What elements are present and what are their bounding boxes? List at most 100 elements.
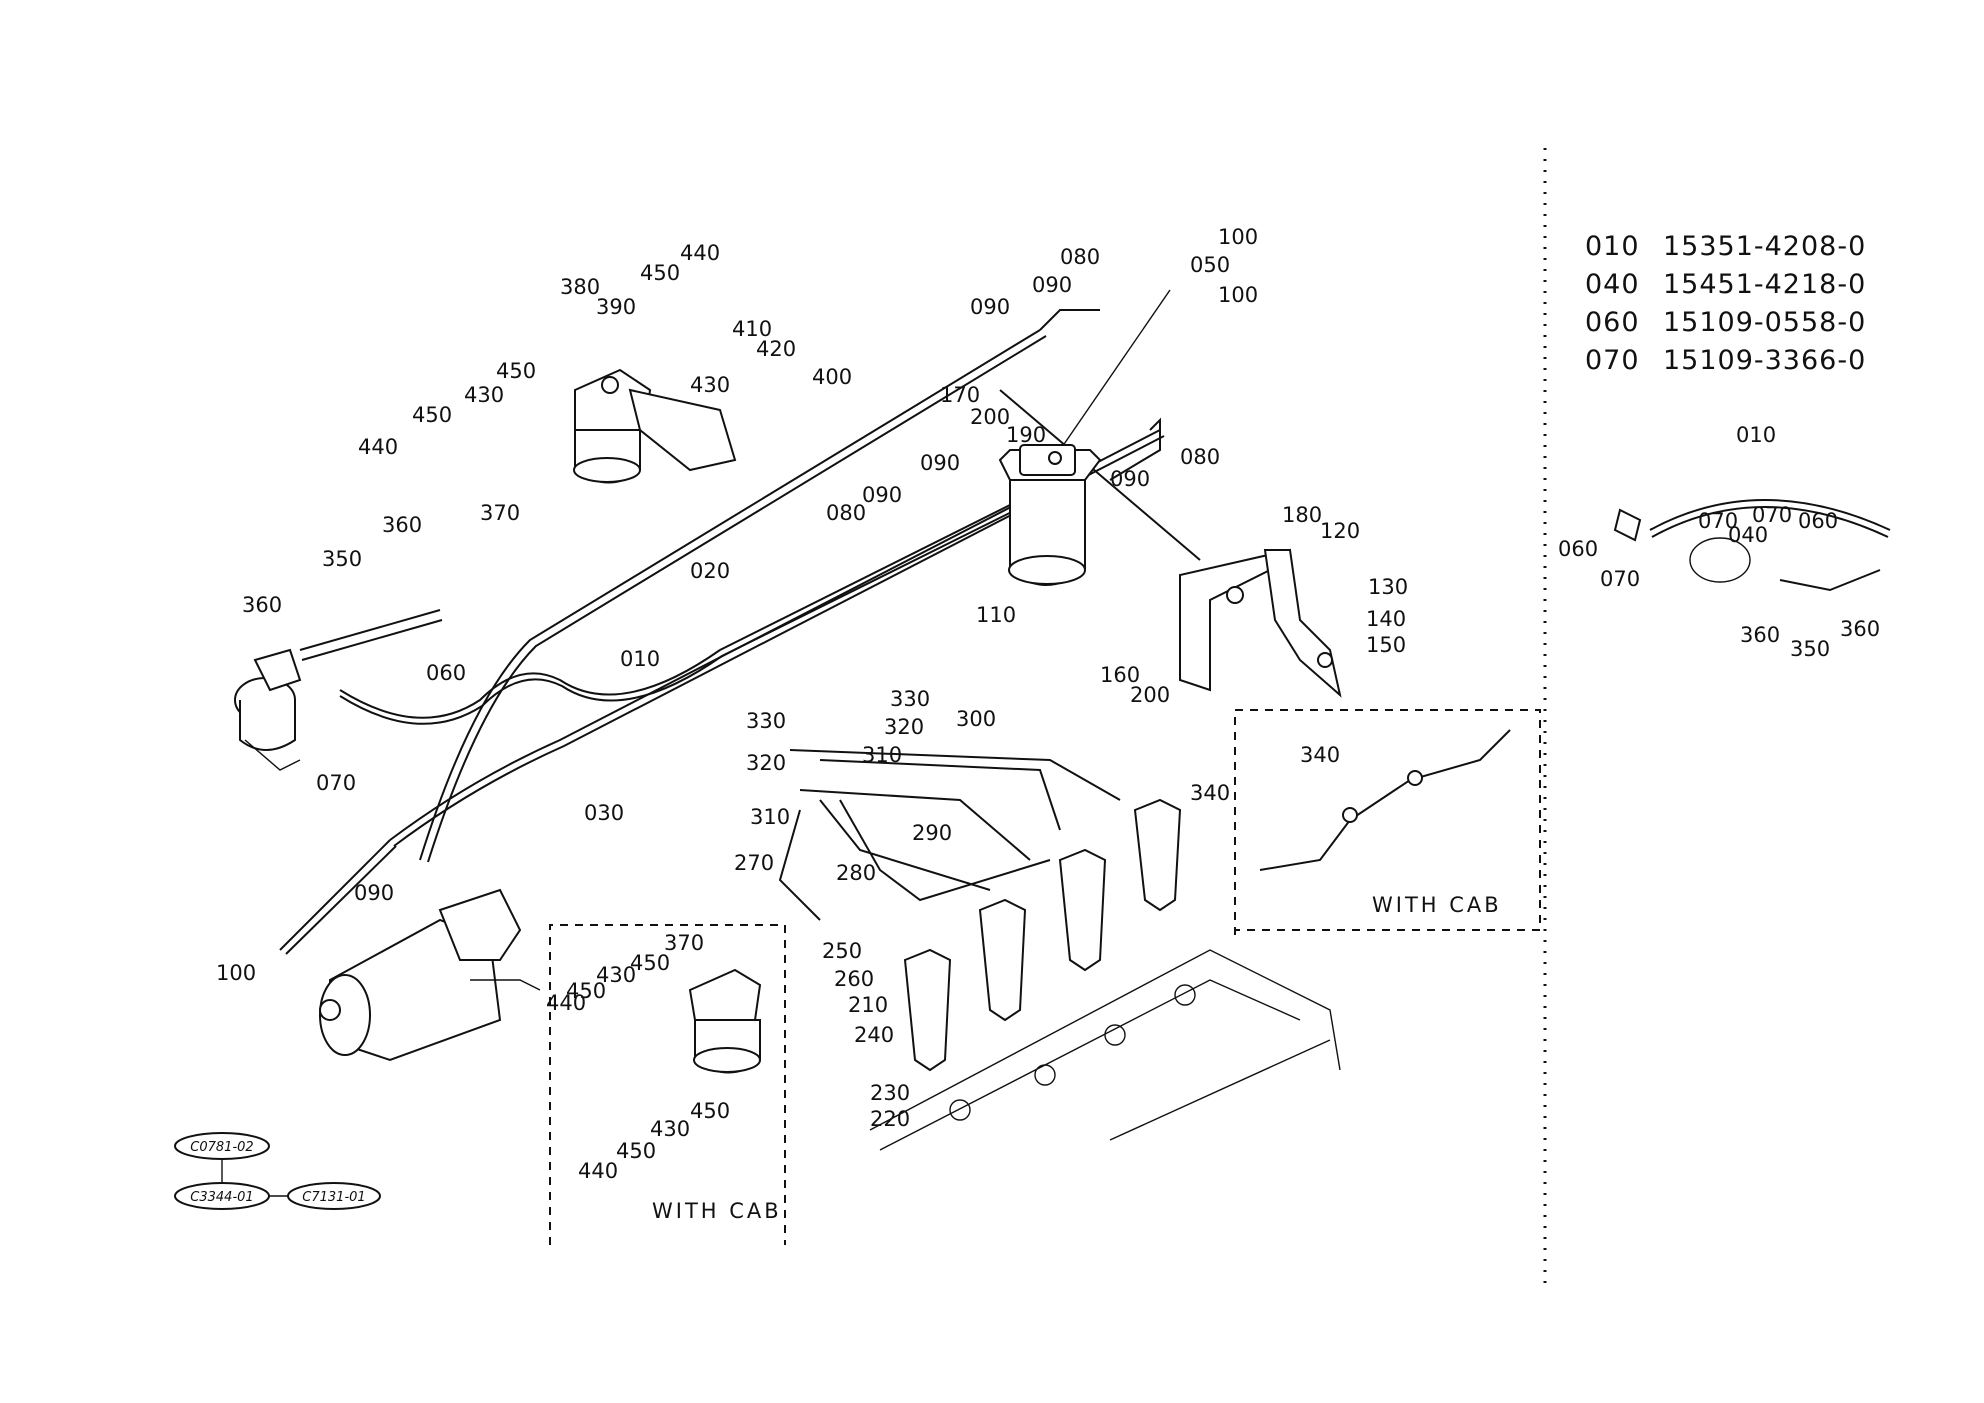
callout: 090 <box>920 451 960 475</box>
callout: 070 <box>1752 503 1792 527</box>
callout: 370 <box>664 931 704 955</box>
callout: 020 <box>690 559 730 583</box>
callout: 400 <box>812 365 852 389</box>
callout: 320 <box>746 751 786 775</box>
callout: 420 <box>756 337 796 361</box>
parts-number: 15109-0558-0 <box>1663 307 1866 338</box>
callout: 030 <box>584 801 624 825</box>
parts-number: 15109-3366-0 <box>1663 345 1866 376</box>
callout: 440 <box>546 991 586 1015</box>
callout: 360 <box>1840 617 1880 641</box>
cab-filter-left <box>688 968 762 1074</box>
callout: 360 <box>242 593 282 617</box>
callout: 300 <box>956 707 996 731</box>
callout: 450 <box>496 359 536 383</box>
callout: 240 <box>854 1023 894 1047</box>
callout: 070 <box>316 771 356 795</box>
callout: 270 <box>734 851 774 875</box>
callout: 450 <box>630 951 670 975</box>
parts-table: 010 15351-4208-0 040 15451-4218-0 060 15… <box>1585 231 1866 376</box>
reference-oval <box>287 1182 381 1210</box>
pipe-010 <box>339 469 1081 719</box>
callout: 080 <box>826 501 866 525</box>
callout: 200 <box>1130 683 1170 707</box>
callout: 010 <box>620 647 660 671</box>
hose-350 <box>299 609 441 651</box>
callout: 440 <box>680 241 720 265</box>
callout: 310 <box>750 805 790 829</box>
reference-label: C3344-01 <box>190 1190 253 1205</box>
callout: 060 <box>1798 509 1838 533</box>
filter-assembly-370 <box>573 368 737 484</box>
pipe-340-cab <box>1259 729 1511 871</box>
callout: 430 <box>690 373 730 397</box>
parts-number: 15351-4208-0 <box>1663 231 1866 262</box>
callout: 170 <box>940 383 980 407</box>
callout: 450 <box>690 1099 730 1123</box>
callout: 060 <box>1558 537 1598 561</box>
parts-code: 070 <box>1585 345 1640 376</box>
callout: 340 <box>1300 743 1340 767</box>
pipe-020 <box>419 329 1041 861</box>
callout: 060 <box>426 661 466 685</box>
callout: 230 <box>870 1081 910 1105</box>
callout: 090 <box>1032 273 1072 297</box>
callout: 360 <box>1740 623 1780 647</box>
callout: 160 <box>1100 663 1140 687</box>
callout: 090 <box>862 483 902 507</box>
callout: 100 <box>1218 225 1258 249</box>
callout: 090 <box>970 295 1010 319</box>
callout: 370 <box>480 501 520 525</box>
callout: 140 <box>1366 607 1406 631</box>
pipe-030 <box>389 429 1161 841</box>
callout: 330 <box>890 687 930 711</box>
callout: 430 <box>596 963 636 987</box>
callout: 070 <box>1600 567 1640 591</box>
fuel-pump <box>234 648 302 771</box>
callout: 040 <box>1728 523 1768 547</box>
parts-code: 060 <box>1585 307 1640 338</box>
injection-pump <box>319 888 541 1062</box>
callout: 190 <box>1006 423 1046 447</box>
callout: 330 <box>746 709 786 733</box>
callout: 100 <box>216 961 256 985</box>
callout: 450 <box>616 1139 656 1163</box>
callout: 130 <box>1368 575 1408 599</box>
callout: 390 <box>596 295 636 319</box>
fuel-filter-110 <box>998 444 1102 586</box>
with-cab-label-left: WITH CAB <box>652 1199 782 1223</box>
callout: 350 <box>1790 637 1830 661</box>
callout: 280 <box>836 861 876 885</box>
callout: 440 <box>578 1159 618 1183</box>
callout: 380 <box>560 275 600 299</box>
callout: 440 <box>358 435 398 459</box>
parts-code: 040 <box>1585 269 1640 300</box>
callout: 450 <box>412 403 452 427</box>
callout: 180 <box>1282 503 1322 527</box>
bracket-120 <box>1179 548 1342 698</box>
callout: 090 <box>1110 467 1150 491</box>
callout: 350 <box>322 547 362 571</box>
callout: 010 <box>1736 423 1776 447</box>
callout: 210 <box>848 993 888 1017</box>
injectors <box>778 749 1182 1072</box>
callout: 310 <box>862 743 902 767</box>
callout: 430 <box>464 383 504 407</box>
callout: 100 <box>1218 283 1258 307</box>
callout: 360 <box>382 513 422 537</box>
callout: 410 <box>732 317 772 341</box>
callout: 250 <box>822 939 862 963</box>
callout: 340 <box>1190 781 1230 805</box>
callout: 050 <box>1190 253 1230 277</box>
fuel-pipes <box>279 289 1201 955</box>
callout: 080 <box>1180 445 1220 469</box>
callout: 260 <box>834 967 874 991</box>
parts-code: 010 <box>1585 231 1640 262</box>
callout: 450 <box>640 261 680 285</box>
callout: 320 <box>884 715 924 739</box>
callout-labels: 100 050 100 080 090 090 170 200 190 090 … <box>216 225 1408 1183</box>
callout: 070 <box>1698 509 1738 533</box>
callout: 450 <box>566 979 606 1003</box>
reference-label: C7131-01 <box>302 1190 365 1205</box>
